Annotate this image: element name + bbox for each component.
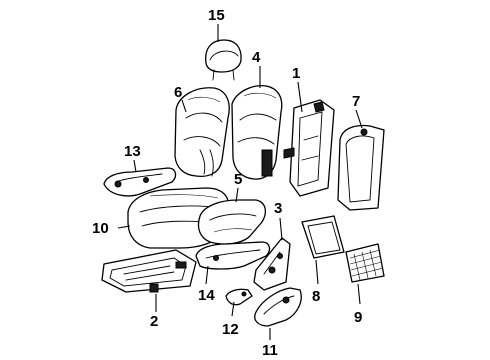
callout-10: 10 (92, 220, 109, 237)
leader-8 (315, 259, 319, 285)
callout-1: 1 (292, 65, 300, 82)
callout-5: 5 (234, 171, 242, 188)
callout-7: 7 (352, 93, 360, 110)
leader-9 (357, 283, 361, 305)
callout-14: 14 (198, 287, 215, 304)
part-cushion-frame (101, 249, 197, 293)
leader-3 (279, 217, 283, 241)
leader-5 (235, 187, 239, 203)
leader-10 (117, 225, 131, 229)
part-net-pocket (345, 243, 385, 283)
leader-7 (355, 109, 363, 129)
part-seatback-pad (231, 85, 283, 180)
part-track-cover (195, 241, 271, 270)
callout-15: 15 (208, 7, 225, 24)
part-back-panel (337, 124, 385, 211)
callout-6: 6 (174, 84, 182, 101)
callout-3: 3 (274, 200, 282, 217)
leader-6 (181, 99, 187, 113)
leader-13 (133, 159, 137, 173)
callout-4: 4 (252, 49, 261, 66)
callout-11: 11 (262, 342, 278, 359)
leader-14 (205, 265, 209, 285)
part-recliner-handle (225, 288, 253, 306)
part-seatback-frame (283, 99, 335, 197)
callout-8: 8 (312, 288, 320, 305)
leader-12 (231, 301, 235, 317)
part-pocket-board (301, 215, 345, 259)
part-cushion-pad (197, 199, 267, 245)
part-side-shield (254, 287, 302, 327)
callout-9: 9 (354, 309, 362, 326)
part-side-trim (103, 167, 177, 197)
callout-12: 12 (222, 321, 239, 338)
callout-2: 2 (150, 313, 158, 330)
leader-1 (297, 81, 303, 113)
part-headrest (205, 39, 242, 81)
part-seatback-cover (174, 87, 230, 178)
callout-13: 13 (124, 143, 141, 160)
